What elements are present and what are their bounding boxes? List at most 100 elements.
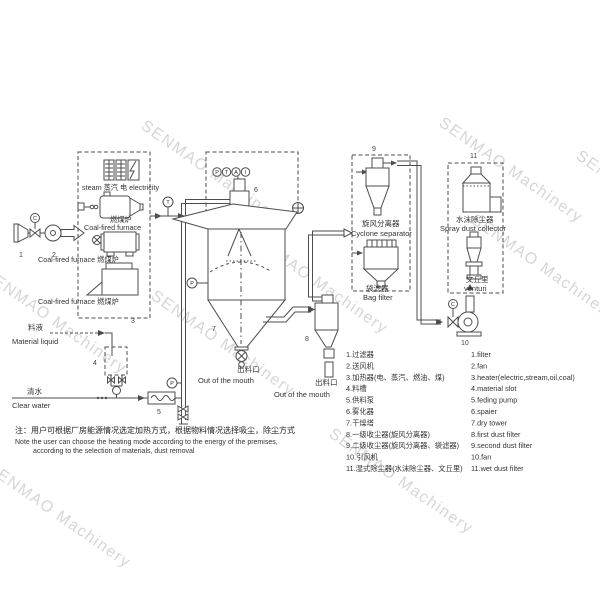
heater-options-box bbox=[77, 151, 151, 319]
inlet-fan-icon bbox=[44, 224, 85, 242]
gauge-tower-p-icon: P bbox=[186, 277, 208, 289]
second-dust-box bbox=[351, 154, 411, 292]
svg-text:I: I bbox=[245, 170, 247, 176]
marker-9: 9 bbox=[372, 146, 376, 153]
svg-text:5.feding pump: 5.feding pump bbox=[471, 396, 517, 405]
rotary-valve-icon bbox=[234, 346, 249, 368]
venturi-icon bbox=[465, 231, 483, 280]
cyclone-riser-pipe bbox=[308, 228, 354, 302]
cyclone-separator-icon bbox=[356, 157, 397, 216]
svg-text:1.filter: 1.filter bbox=[471, 350, 491, 359]
gauge-fan-c-icon: C bbox=[448, 299, 458, 317]
svg-text:3.heater(electric,stream,oil,c: 3.heater(electric,stream,oil,coal) bbox=[471, 373, 575, 382]
svg-text:6.雾化器: 6.雾化器 bbox=[346, 407, 375, 416]
valve-inlet-icon bbox=[29, 227, 41, 239]
cyclone-outlet-label-en: Out of the mouth bbox=[274, 390, 330, 399]
clear-water-label-zh: 清水 bbox=[27, 386, 42, 396]
induced-draft-fan-icon bbox=[456, 284, 482, 337]
marker-3: 3 bbox=[131, 318, 135, 325]
marker-6: 6 bbox=[254, 187, 258, 194]
cyclone-outlet-label-zh: 出料口 bbox=[315, 377, 338, 387]
valve-fan-icon bbox=[447, 315, 459, 329]
gauge-feed-p-icon: P bbox=[166, 377, 182, 389]
footnote: 注：用户可根据厂房能源情况选定加热方式，根据物料情况选择吸尘，除尘方式 Note… bbox=[15, 425, 295, 455]
cyclone-separator-label-en: Cyclone separator bbox=[351, 229, 412, 238]
furnace-c-label: Coal-fired furnace 燃煤炉 bbox=[38, 297, 119, 306]
svg-text:T: T bbox=[225, 170, 229, 176]
svg-text:6.spaier: 6.spaier bbox=[471, 407, 498, 416]
coal-fired-furnace-b-icon bbox=[92, 231, 140, 257]
footnote-en-line1: Note the user can choose the heating mod… bbox=[15, 439, 278, 446]
svg-text:P: P bbox=[190, 281, 194, 287]
legend-zh: 1.过滤器 2.送风机 3.加热器(电、蒸汽、燃油、煤) 4.料槽 5.供料泵 … bbox=[346, 350, 463, 473]
footnote-en-line2: according to the selection of materials,… bbox=[33, 448, 195, 455]
svg-text:10.引风机: 10.引风机 bbox=[346, 453, 379, 462]
furnace-b-label: Coal-fired furnace 燃煤炉 bbox=[38, 255, 119, 264]
svg-text:9.二级收尘器(旋风分离器、袋滤器): 9.二级收尘器(旋风分离器、袋滤器) bbox=[346, 441, 459, 450]
spray-collector-label-zh: 水沫除尘器 bbox=[456, 214, 494, 224]
svg-text:SENMAO Machinery: SENMAO Machinery bbox=[0, 459, 134, 571]
svg-text:11.湿式除尘器(水沫除尘器、文丘里): 11.湿式除尘器(水沫除尘器、文丘里) bbox=[346, 464, 463, 473]
bag-filter-label-en: Bag filter bbox=[363, 293, 393, 302]
svg-text:C: C bbox=[451, 302, 455, 308]
spray-dust-collector-icon bbox=[461, 166, 502, 213]
tower-outlet-label-zh: 出料口 bbox=[237, 364, 260, 374]
svg-text:T: T bbox=[166, 200, 170, 206]
marker-1: 1 bbox=[19, 252, 23, 259]
oil-fired-furnace-icon bbox=[77, 191, 144, 219]
svg-text:SENMAO Machinery: SENMAO Machinery bbox=[573, 147, 600, 259]
feed-pipe bbox=[177, 199, 230, 425]
svg-text:P: P bbox=[170, 381, 174, 387]
atomizer-box bbox=[205, 151, 299, 215]
steam-radiator-icon bbox=[103, 159, 127, 181]
svg-text:11.wet dust filter: 11.wet dust filter bbox=[471, 464, 524, 473]
legend-en: 1.filter 2.fan 3.heater(electric,stream,… bbox=[471, 350, 575, 473]
steam-electricity-label: steam 蒸汽 电 electricity bbox=[82, 183, 159, 192]
marker-2: 2 bbox=[52, 252, 56, 259]
coal-fired-furnace-c-icon bbox=[85, 262, 139, 296]
gauge-inlet-c-icon: C bbox=[30, 213, 40, 229]
air-filter-icon bbox=[13, 223, 30, 243]
svg-text:10.fan: 10.fan bbox=[471, 453, 491, 462]
svg-text:2.送风机: 2.送风机 bbox=[346, 361, 375, 370]
marker-10: 10 bbox=[461, 340, 469, 347]
material-feed-line bbox=[50, 330, 113, 356]
svg-text:8.first dust filter: 8.first dust filter bbox=[471, 430, 521, 439]
footnote-zh: 注：用户可根据厂房能源情况选定加热方式，根据物料情况选择吸尘，除尘方式 bbox=[15, 425, 295, 435]
marker-8: 8 bbox=[305, 336, 309, 343]
svg-text:4.料槽: 4.料槽 bbox=[346, 384, 367, 393]
tower-outlet-label-en: Out of the mouth bbox=[198, 376, 254, 385]
svg-text:5.供料泵: 5.供料泵 bbox=[346, 396, 374, 405]
cyclone-separator-label-zh: 旋风分离器 bbox=[362, 218, 400, 228]
furnace-a-label-zh: 燃煤炉 bbox=[110, 215, 132, 224]
material-tank-icon bbox=[104, 346, 128, 398]
venturi-label-en: venturi bbox=[464, 284, 487, 293]
svg-text:2.fan: 2.fan bbox=[471, 361, 487, 370]
svg-text:8.一级收尘器(旋风分离器): 8.一级收尘器(旋风分离器) bbox=[346, 430, 430, 439]
electricity-icon bbox=[127, 159, 140, 181]
gauges-ptai-icon: P T A I bbox=[212, 167, 251, 180]
marker-11: 11 bbox=[470, 153, 477, 160]
furnace-a-label-en: Coal-fired furnace bbox=[84, 223, 141, 232]
venturi-label-zh: 文丘里 bbox=[466, 274, 489, 284]
svg-text:A: A bbox=[234, 170, 238, 176]
svg-text:7.dry tower: 7.dry tower bbox=[471, 418, 508, 427]
tower-exhaust-pipe bbox=[263, 306, 315, 323]
material-liquid-label-zh: 料液 bbox=[28, 322, 43, 332]
svg-text:1.过滤器: 1.过滤器 bbox=[346, 350, 375, 359]
gauge-air-t-icon: T bbox=[162, 196, 174, 216]
marker-5: 5 bbox=[157, 409, 161, 416]
clear-water-line bbox=[12, 395, 148, 401]
bag-filter-icon bbox=[352, 239, 400, 288]
svg-text:SENMAO Machinery: SENMAO Machinery bbox=[436, 114, 586, 226]
svg-text:7.干燥塔: 7.干燥塔 bbox=[346, 418, 375, 427]
marker-7: 7 bbox=[212, 326, 216, 333]
cyclone-8-icon bbox=[314, 294, 339, 378]
svg-text:C: C bbox=[33, 216, 37, 222]
vent-symbol-icon bbox=[292, 202, 304, 214]
feed-pump-icon bbox=[147, 391, 182, 405]
svg-text:4.material slot: 4.material slot bbox=[471, 384, 516, 393]
spray-collector-label-en: Spray dust collector bbox=[440, 224, 506, 233]
svg-text:P: P bbox=[215, 170, 219, 176]
